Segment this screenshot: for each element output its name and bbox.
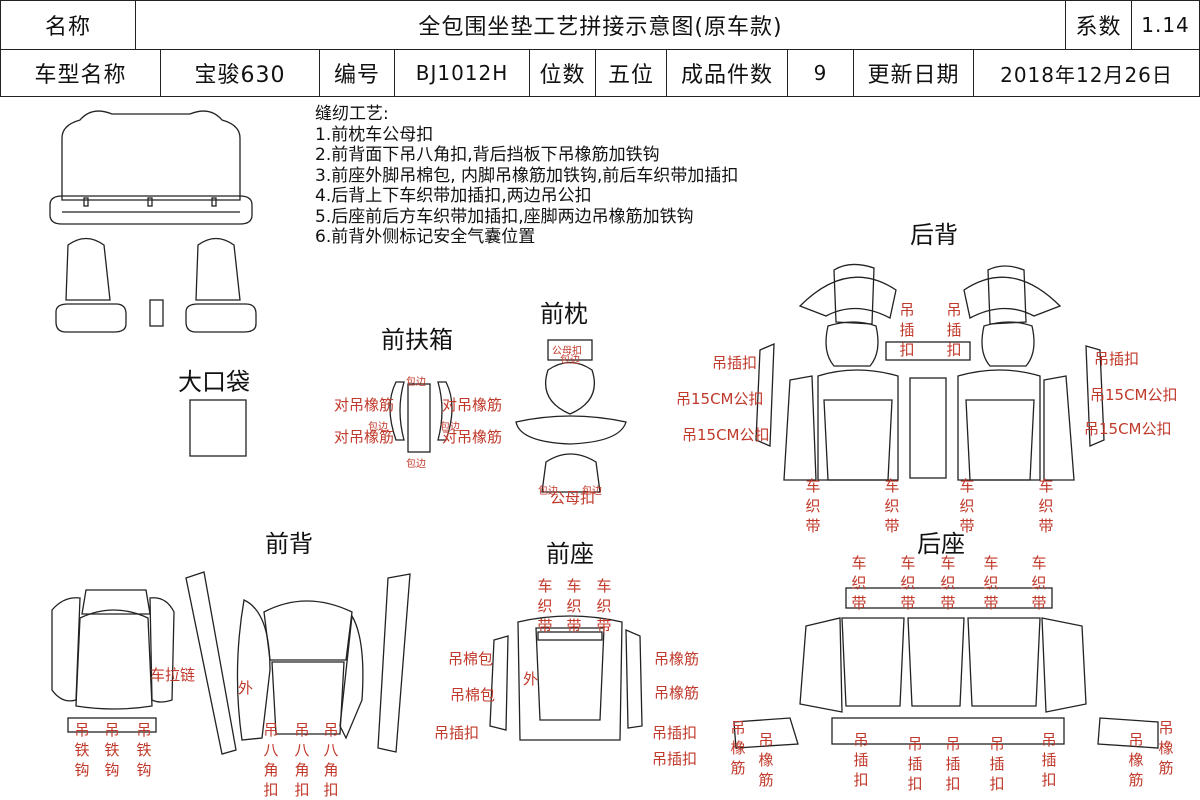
front-back-note: 吊八角扣 [263,721,279,799]
rear-seat-note: 吊橡筋 [730,719,746,777]
process-step: 5.后座前后方车织带加插扣,座脚两边吊橡筋加铁钩 [315,206,694,227]
seats-label-cell: 位数 [529,49,596,97]
update-value-cell: 2018年12月26日 [973,49,1200,97]
front-seat-note: 吊橡筋 [654,684,700,702]
rear-seat-note: 车织带 [851,554,867,612]
front-seat-note: 车织带 [596,577,612,635]
rear-seat-note: 车织带 [900,554,916,612]
armrest-edge-note: 包边 [406,459,426,470]
seats-value-cell: 五位 [595,49,667,97]
front-back-note: 外 [238,679,254,697]
process-step: 6.前背外侧标记安全气囊位置 [315,227,536,247]
front-back-note: 吊铁钩 [74,721,90,779]
front-seat-note: 吊棉包 [450,686,496,704]
front-seat-note: 车织带 [566,577,582,635]
rear-back-note: 吊插扣 [899,301,915,359]
front-armrest-title: 前扶箱 [381,326,453,354]
front-armrest-pieces [389,381,453,453]
front-pillow-title: 前枕 [540,300,588,328]
front-seat-note: 车织带 [537,577,553,635]
rear-seat-note: 吊插扣 [907,735,923,793]
overview-front-seats [55,237,257,333]
rear-back-note: 车织带 [1038,477,1054,535]
rear-back-note: 车织带 [959,477,975,535]
rear-back-note: 吊15CM公扣 [1090,386,1178,404]
front-pillow-pieces [515,339,627,493]
front-back-note: 吊八角扣 [294,721,310,799]
front-seat-title: 前座 [546,540,594,568]
process-step: 3.前座外脚吊棉包, 内脚吊橡筋加铁钩,前后车织带加插扣 [315,165,739,186]
armrest-edge-note: 包边 [368,422,388,433]
armrest-edge-note: 包边 [440,422,460,433]
rear-back-note: 吊插扣 [712,354,758,372]
armrest-edge-note: 包边 [406,377,426,388]
rear-seat-note: 吊插扣 [945,735,961,793]
rear-seat-note: 吊插扣 [989,735,1005,793]
rear-back-title: 后背 [910,221,958,249]
process-step: 4.后背上下车织带加插扣,两边吊公扣 [315,186,592,206]
sewing-process-notes: 缝纫工艺: 1.前枕车公母扣 2.前背面下吊八角扣,背后挡板下吊橡筋加铁钩 3.… [315,104,738,248]
pillow-note: 包边 [582,486,602,497]
rear-back-note: 车织带 [805,477,821,535]
rear-seat-note: 吊插扣 [1041,731,1057,789]
front-seat-note: 吊橡筋 [654,650,700,668]
front-back-pieces [51,571,411,755]
rear-seat-note: 吊插扣 [853,731,869,789]
rear-seat-note: 车织带 [983,554,999,612]
code-label-cell: 编号 [319,49,395,97]
front-back-note: 吊铁钩 [104,721,120,779]
front-back-note: 吊八角扣 [323,721,339,799]
front-seat-note: 吊棉包 [448,650,494,668]
rear-back-note: 车织带 [884,477,900,535]
rear-back-pieces [755,263,1105,481]
front-seat-note: 吊插扣 [434,724,480,742]
front-seat-note: 吊插扣 [652,724,698,742]
armrest-note: 对吊橡筋 [334,396,395,414]
code-value-cell: BJ1012H [394,49,530,97]
update-label-cell: 更新日期 [853,49,974,97]
rear-seat-note: 车织带 [1031,554,1047,612]
overview-rear-bench [49,110,253,225]
rear-back-note: 吊15CM公扣 [676,390,764,408]
rear-back-note: 吊15CM公扣 [1084,420,1172,438]
rear-seat-pieces [733,587,1159,749]
pillow-note: 公母扣 [552,346,582,357]
process-step: 2.前背面下吊八角扣,背后挡板下吊橡筋加铁钩 [315,145,660,165]
big-pocket-title: 大口袋 [178,368,250,396]
rear-back-note: 吊插扣 [946,301,962,359]
rear-back-note: 吊插扣 [1094,350,1140,368]
big-pocket-piece [189,399,247,457]
rear-seat-note: 吊橡筋 [758,731,774,789]
pillow-note: 包边 [538,486,558,497]
pillow-note: 包边 [560,355,580,366]
front-seat-note: 吊插扣 [652,750,698,768]
pillow-note: 公母扣 [550,489,596,507]
coef-value-cell: 1.14 [1131,0,1200,50]
name-label-cell: 名称 [0,0,136,50]
front-back-note: 车拉链 [150,666,196,684]
rear-seat-title: 后座 [917,530,965,558]
process-heading: 缝纫工艺: [315,104,389,124]
model-value-cell: 宝骏630 [160,49,320,97]
rear-seat-note: 车织带 [940,554,956,612]
armrest-note: 对吊橡筋 [442,428,503,446]
front-seat-note: 外 [523,670,539,688]
front-back-title: 前背 [265,530,313,558]
model-label-cell: 车型名称 [0,49,161,97]
armrest-note: 对吊橡筋 [442,396,503,414]
front-back-note: 吊铁钩 [136,721,152,779]
rear-back-note: 吊15CM公扣 [682,426,770,444]
armrest-note: 对吊橡筋 [334,428,395,446]
front-seat-pieces [489,615,643,741]
rear-seat-note: 吊橡筋 [1158,719,1174,777]
coef-label-cell: 系数 [1065,0,1132,50]
rear-seat-note: 吊橡筋 [1128,731,1144,789]
process-step: 1.前枕车公母扣 [315,124,434,145]
